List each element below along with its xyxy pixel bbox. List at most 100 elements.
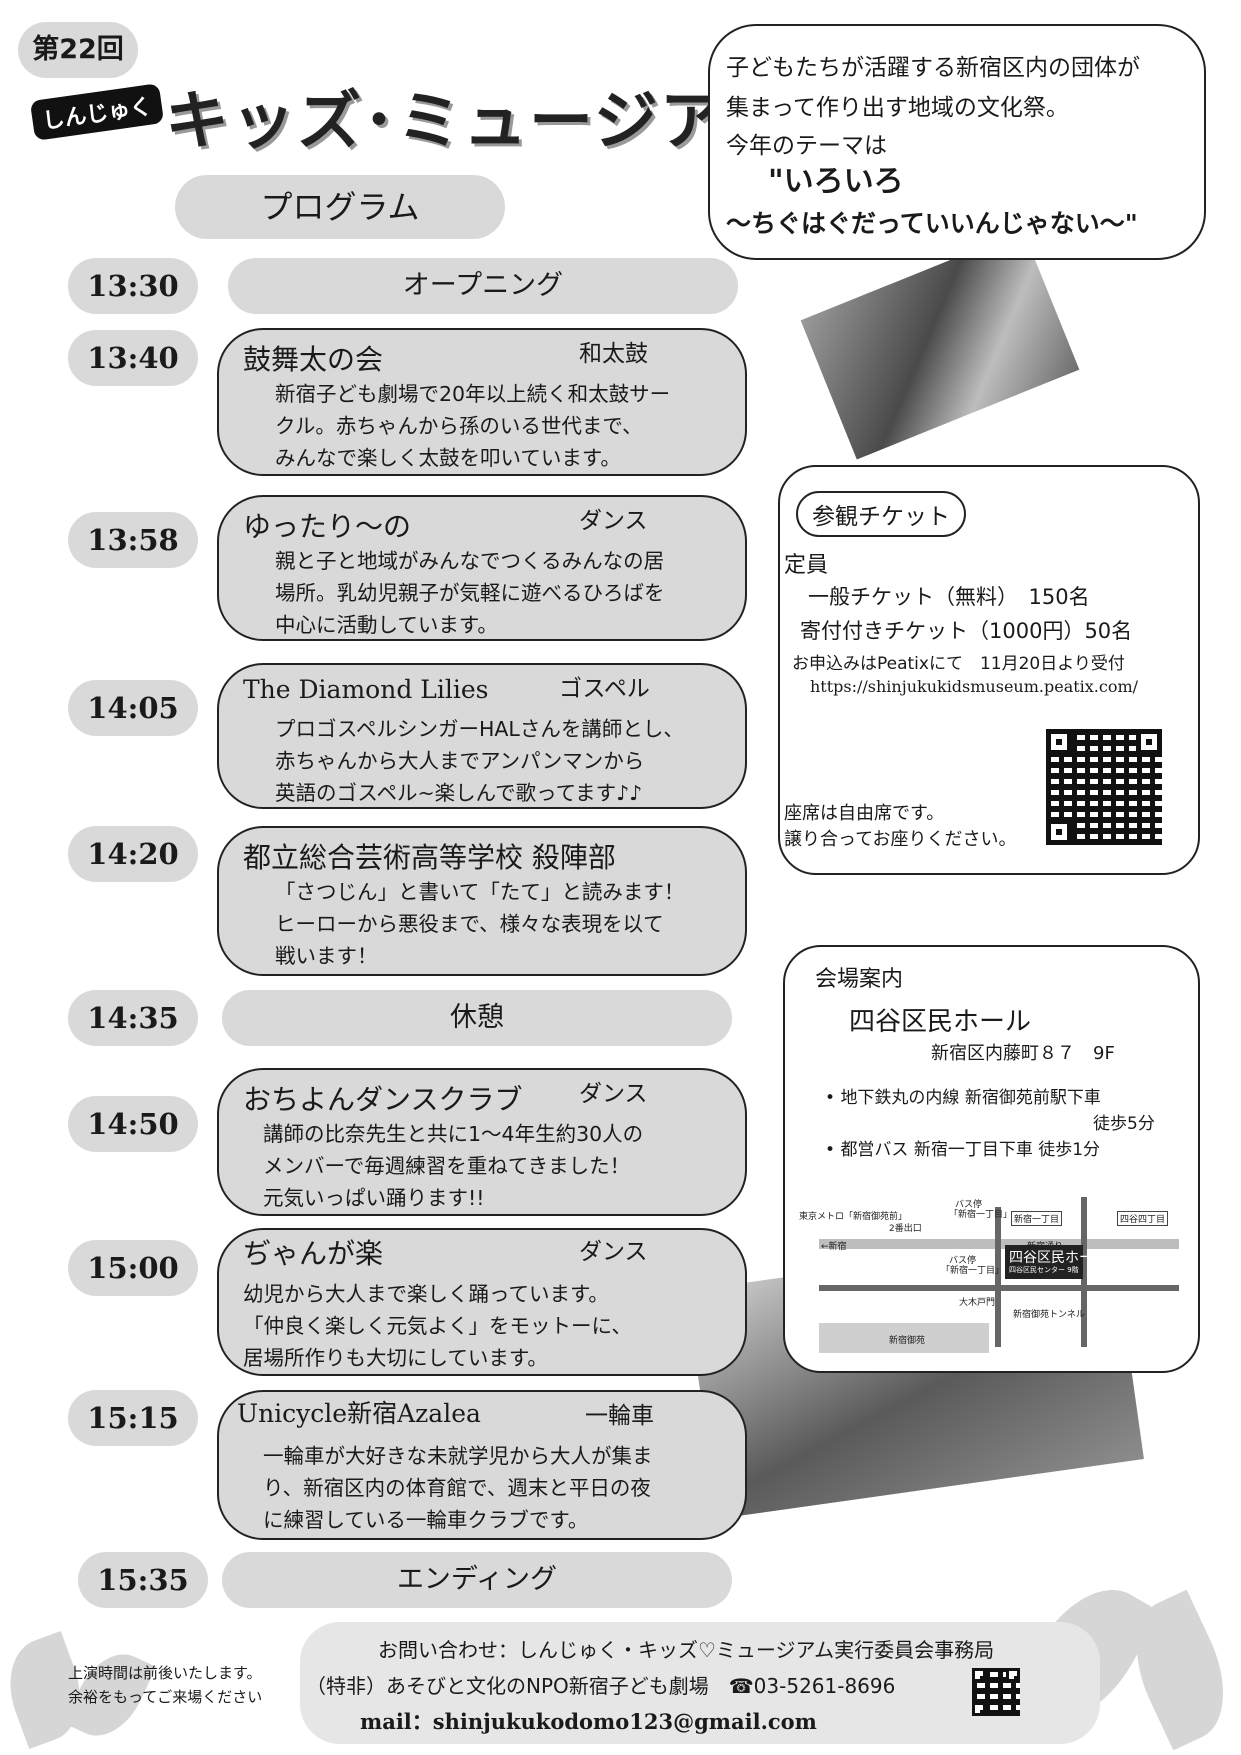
access-1: • 地下鉄丸の内線 新宿御苑前駅下車 (825, 1083, 1101, 1108)
footer-note-1: 上演時間は前後いたします。 (68, 1664, 262, 1682)
group-description: 幼児から大人まで楽しく踊っています。 「仲良く楽しく元気よく」をモットーに、 居… (243, 1282, 632, 1370)
group-genre: 一輪車 (585, 1403, 654, 1429)
map-exit: 2番出口 (889, 1224, 922, 1234)
edition-badge: 第22回 (18, 22, 138, 78)
group-name: ゆったり～の (243, 510, 412, 543)
time-item-3: 14:05 (68, 680, 198, 736)
time-ending: 15:35 (78, 1552, 208, 1608)
seat-note-1: 座席は自由席です。 (784, 803, 945, 824)
access-2-text: 都営バス 新宿一丁目下車 徒歩1分 (840, 1140, 1101, 1160)
time-break: 14:35 (68, 990, 198, 1046)
time-item-6: 15:00 (68, 1240, 198, 1296)
seat-note-2: 譲り合ってお座りください。 (784, 829, 1017, 850)
group-name: 都立総合芸術高等学校 殺陣部 (243, 841, 616, 874)
program-card-3: The Diamond Lilies ゴスペル プロゴスペルシンガーHALさんを… (217, 663, 747, 809)
program-card-6: ぢゃんが楽 ダンス 幼児から大人まで楽しく踊っています。 「仲良く楽しく元気よく… (217, 1228, 747, 1376)
map-bus-stop-label: バス停 (955, 1200, 983, 1210)
map-bus-stop-name: 「新宿一丁目」 (949, 1210, 1013, 1220)
map-park-label: 新宿御苑 (889, 1336, 926, 1346)
program-heading: プログラム (175, 175, 505, 239)
time-item-7: 15:15 (68, 1390, 198, 1446)
access-2: • 都営バス 新宿一丁目下車 徒歩1分 (825, 1135, 1100, 1160)
time-item-1: 13:40 (68, 330, 198, 386)
contact-org: （特非）あそびと文化のNPO新宿子ども劇場 ☎03-5261-8696 (306, 1674, 896, 1698)
program-card-4: 都立総合芸術高等学校 殺陣部 「さつじん」と書いて「たて」と読みます！ ヒーロー… (217, 826, 747, 976)
map-signal-1: 新宿一丁目 (1011, 1211, 1063, 1226)
venue-map: 東京メトロ「新宿御苑前」 2番出口 ←新宿 新宿通り バス停 「新宿一丁目」 バ… (799, 1197, 1189, 1357)
bullet-icon: • (825, 1088, 841, 1108)
group-description: 「さつじん」と書いて「たて」と読みます！ ヒーローから悪役まで、様々な表現を以て… (275, 880, 685, 968)
footer-note-2: 余裕をもってご来場ください (68, 1688, 263, 1706)
time-item-4: 14:20 (68, 826, 198, 882)
map-west: ←新宿 (821, 1242, 847, 1252)
map-gate: 大木戸門 (959, 1298, 996, 1308)
qr-code-contact (972, 1668, 1020, 1716)
map-hall: 四谷区民ホール (1009, 1250, 1107, 1266)
theme-sub: ～ちぐはぐだっていいんじゃない～" (726, 209, 1138, 238)
ticket-heading: 参観チケット (796, 491, 966, 537)
ticket-panel: 参観チケット 定員 一般チケット（無料） 150名 寄付付きチケット（1000円… (778, 465, 1200, 875)
map-hall-box (1005, 1245, 1083, 1279)
general-ticket: 一般チケット（無料） 150名 (808, 585, 1090, 609)
map-road-vertical-2 (1081, 1197, 1087, 1347)
break-bar: 休憩 (222, 990, 732, 1046)
map-metro: 東京メトロ「新宿御苑前」 (799, 1212, 908, 1222)
group-genre: ダンス (579, 1239, 648, 1265)
group-genre: ゴスペル (559, 676, 650, 702)
access-1-text: 地下鉄丸の内線 新宿御苑前駅下車 (840, 1088, 1101, 1108)
peatix-link[interactable]: https://shinjukukidsmuseum.peatix.com/ (810, 677, 1139, 696)
group-name: おちよんダンスクラブ (243, 1083, 523, 1116)
theme-main: "いろいろ (768, 164, 904, 199)
program-card-1: 鼓舞太の会 和太鼓 新宿子ども劇場で20年以上続く和太鼓サー クル。赤ちゃんから… (217, 328, 747, 476)
map-park (819, 1323, 989, 1353)
intro-panel: 子どもたちが活躍する新宿区内の団体が 集まって作り出す地域の文化祭。 今年のテー… (708, 24, 1206, 260)
apply-info: お申込みはPeatixにて 11月20日より受付 (792, 654, 1125, 674)
sub-brand-text: しんじゅく (41, 94, 154, 135)
contact-box: お問い合わせ：しんじゅく・キッズ♡ミュージアム実行委員会事務局 （特非）あそびと… (300, 1622, 1100, 1744)
taiko-photo (800, 230, 1080, 460)
group-genre: ダンス (579, 1081, 648, 1107)
group-description: 親と子と地域がみんなでつくるみんなの居 場所。乳幼児親子が気軽に遊べるひろばを … (275, 549, 665, 637)
map-tunnel: 新宿御苑トンネル (1013, 1310, 1085, 1320)
map-road-vertical-1 (995, 1207, 1001, 1347)
venue-name: 四谷区民ホール (849, 1007, 1032, 1037)
program-heading-text: プログラム (260, 188, 420, 226)
group-description: 新宿子ども劇場で20年以上続く和太鼓サー クル。赤ちゃんから孫のいる世代まで、 … (275, 382, 671, 470)
qr-code-ticket (1046, 729, 1162, 845)
group-name: 鼓舞太の会 (243, 343, 384, 376)
group-name: The Diamond Lilies (243, 675, 489, 704)
ending-bar: エンディング (222, 1552, 732, 1608)
opening-bar: オープニング (228, 258, 738, 314)
map-street-label: 新宿通り (1027, 1242, 1064, 1252)
ticket-heading-text: 参観チケット (812, 504, 950, 530)
venue-heading: 会場案内 (815, 967, 904, 992)
group-description: 一輪車が大好きな未就学児から大人が集ま り、新宿区内の体育館で、週末と平日の夜 … (263, 1444, 653, 1532)
contact-heading: お問い合わせ：しんじゅく・キッズ♡ミュージアム実行委員会事務局 (378, 1638, 995, 1662)
program-card-5: おちよんダンスクラブ ダンス 講師の比奈先生と共に1～4年生約30人の メンバー… (217, 1068, 747, 1216)
sub-brand-label: しんじゅく (29, 83, 165, 141)
group-description: プロゴスペルシンガーHALさんを講師とし、 赤ちゃんから大人までアンパンマンから… (275, 717, 684, 805)
time-item-2: 13:58 (68, 512, 198, 568)
map-center: 四谷区民センター 9階 (1009, 1266, 1079, 1274)
venue-panel: 会場案内 四谷区民ホール 新宿区内藤町８７ 9F • 地下鉄丸の内線 新宿御苑前… (783, 945, 1200, 1373)
map-signal-2: 四谷四丁目 (1117, 1211, 1169, 1226)
access-1b: 徒歩5分 (1093, 1114, 1155, 1134)
map-bus-stop-label-2: バス停 (949, 1256, 977, 1266)
bullet-icon: • (825, 1140, 841, 1160)
venue-address: 新宿区内藤町８７ 9F (931, 1043, 1115, 1064)
capacity-label: 定員 (784, 553, 829, 578)
group-description: 講師の比奈先生と共に1～4年生約30人の メンバーで毎週練習を重ねてきました！ … (263, 1122, 644, 1210)
group-name: ぢゃんが楽 (243, 1237, 384, 1270)
main-title: キッズ･ミュージアム (165, 85, 788, 159)
program-card-7: Unicycle新宿Azalea 一輪車 一輪車が大好きな未就学児から大人が集ま… (217, 1390, 747, 1540)
edition-label: 第22回 (32, 34, 124, 65)
group-genre: ダンス (579, 508, 648, 534)
contact-mail[interactable]: mail：shinjukukodomo123@gmail.com (360, 1709, 817, 1734)
donation-ticket: 寄付付きチケット（1000円）50名 (800, 619, 1133, 643)
group-genre: 和太鼓 (579, 341, 648, 367)
intro-line-2: 集まって作り出す地域の文化祭。 (726, 95, 1069, 121)
intro-line-1: 子どもたちが活躍する新宿区内の団体が (726, 55, 1140, 81)
time-opening: 13:30 (68, 258, 198, 314)
intro-line-3: 今年のテーマは (726, 133, 887, 159)
program-card-2: ゆったり～の ダンス 親と子と地域がみんなでつくるみんなの居 場所。乳幼児親子が… (217, 495, 747, 641)
